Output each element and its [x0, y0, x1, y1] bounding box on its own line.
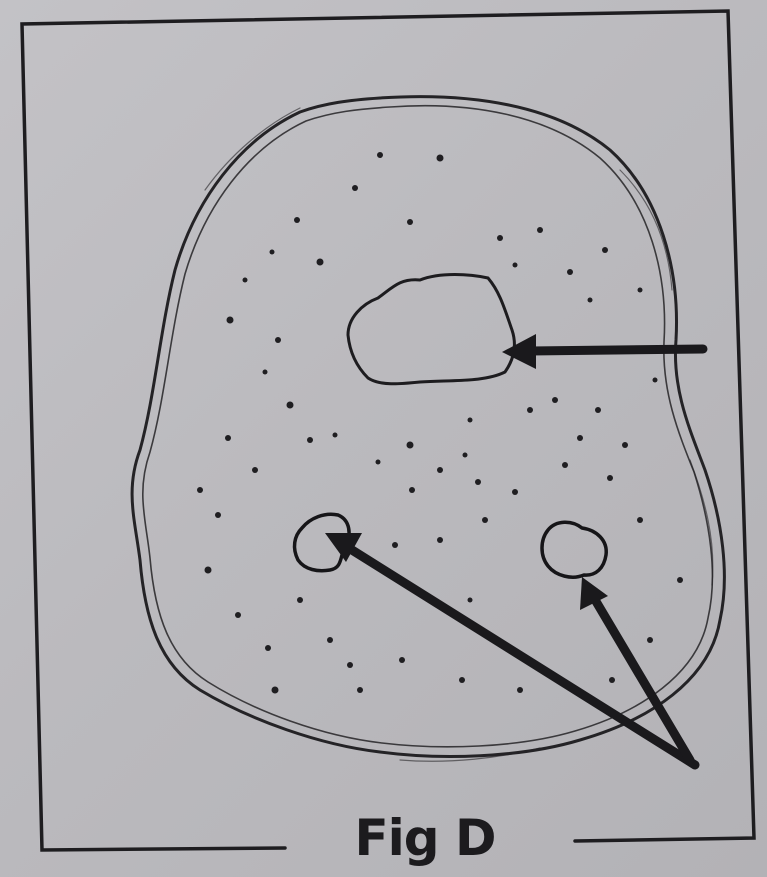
small-vacuole-right [542, 522, 606, 577]
arrow-small-vacuole-left [325, 533, 695, 765]
arrow-large-vacuole [502, 334, 703, 369]
figure-frame [22, 11, 754, 850]
cytoplasm-granules [197, 152, 683, 694]
figure-caption: Fig D [330, 806, 520, 870]
large-vacuole [348, 275, 514, 384]
